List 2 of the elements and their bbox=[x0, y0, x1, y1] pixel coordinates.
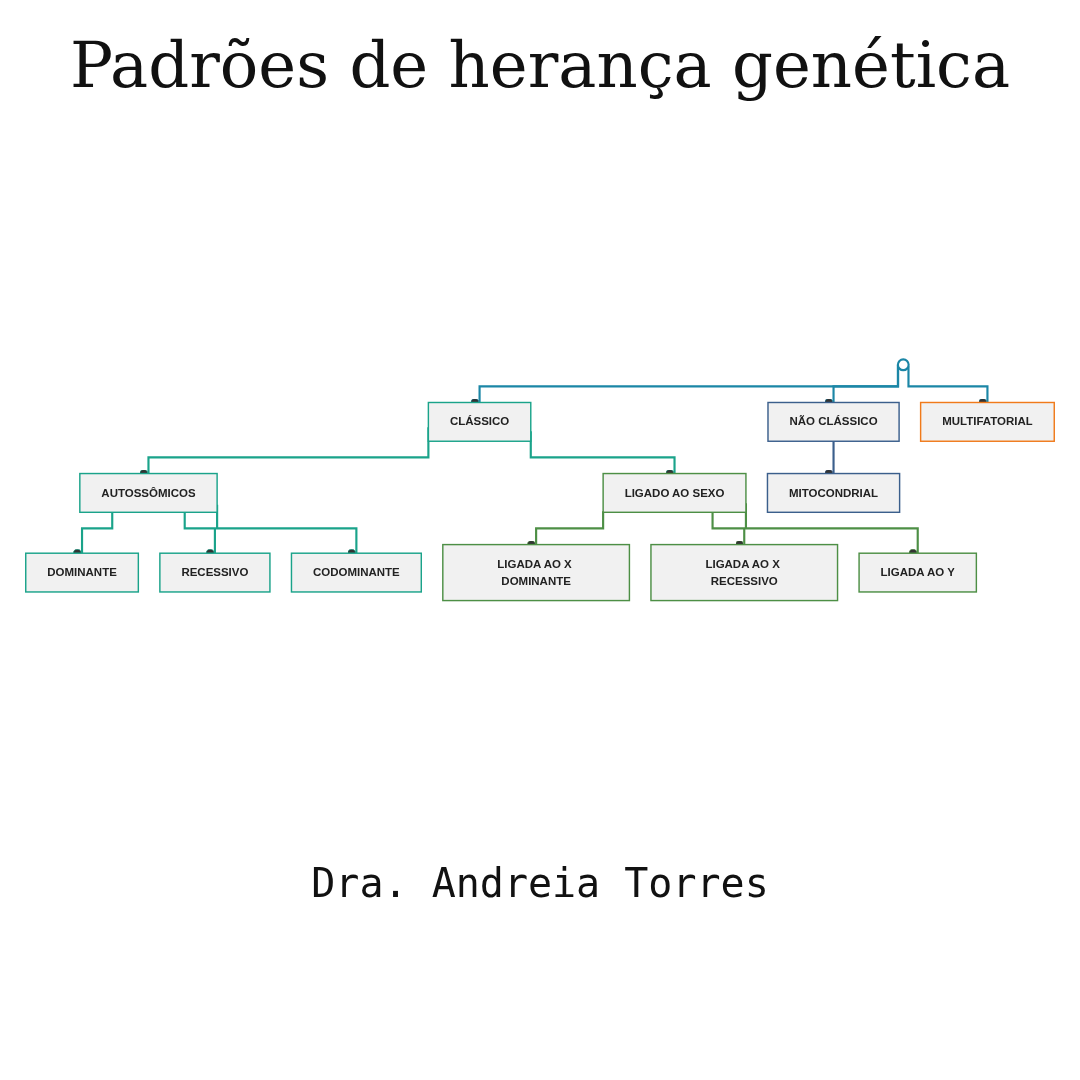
caption: Dra. Andreia Torres bbox=[310, 860, 770, 907]
title: Padrões de herança genética bbox=[68, 30, 1012, 101]
